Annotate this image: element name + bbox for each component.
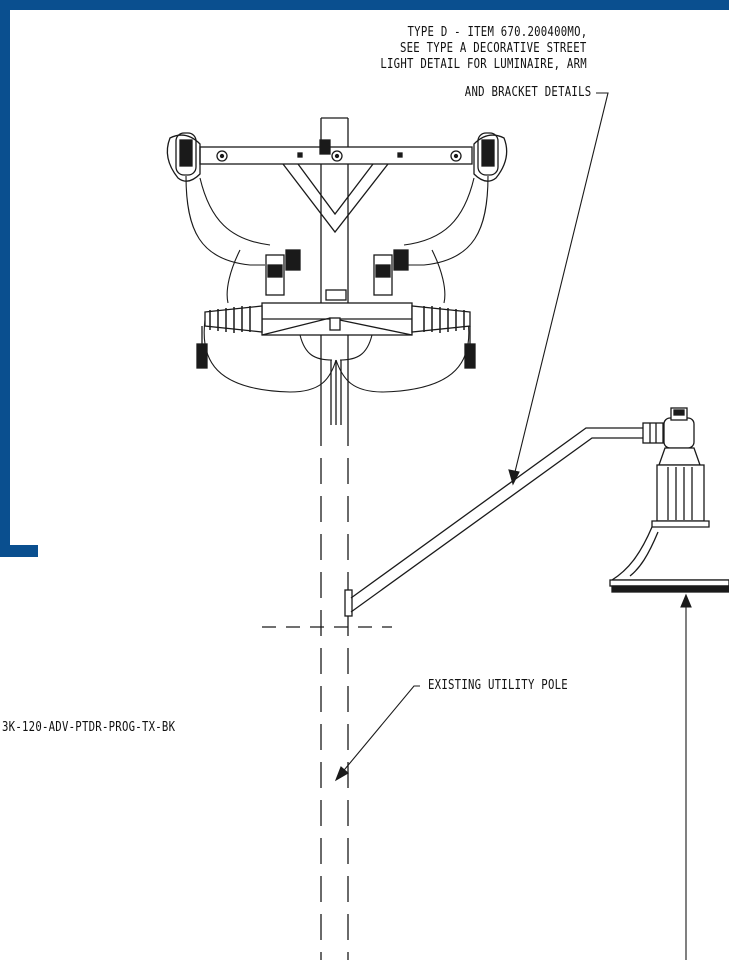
luminaire-fixture: [609, 407, 729, 593]
type-d-callout-line2: SEE TYPE A DECORATIVE STREET: [400, 41, 587, 56]
utility-pole: [262, 117, 392, 960]
cutout-bracket: [196, 249, 476, 369]
luminaire-arm: [344, 427, 643, 617]
frame-left-band-bottom: [0, 545, 38, 557]
frame-left-band: [0, 0, 10, 557]
frame-top-band: [0, 0, 729, 10]
type-d-callout-line1: TYPE D - ITEM 670.200400MO,: [407, 25, 587, 40]
leader-lines: [334, 92, 692, 960]
luminaire-code-label: 3K-120-ADV-PTDR-PROG-TX-BK: [2, 720, 176, 735]
insulators-top: [166, 132, 508, 182]
conductor-loops: [185, 175, 489, 393]
crossarm: [199, 146, 473, 234]
type-d-callout-line4: AND BRACKET DETAILS: [464, 85, 591, 100]
type-d-callout-line3: LIGHT DETAIL FOR LUMINAIRE, ARM: [380, 57, 587, 72]
existing-pole-label: EXISTING UTILITY POLE: [428, 678, 568, 693]
